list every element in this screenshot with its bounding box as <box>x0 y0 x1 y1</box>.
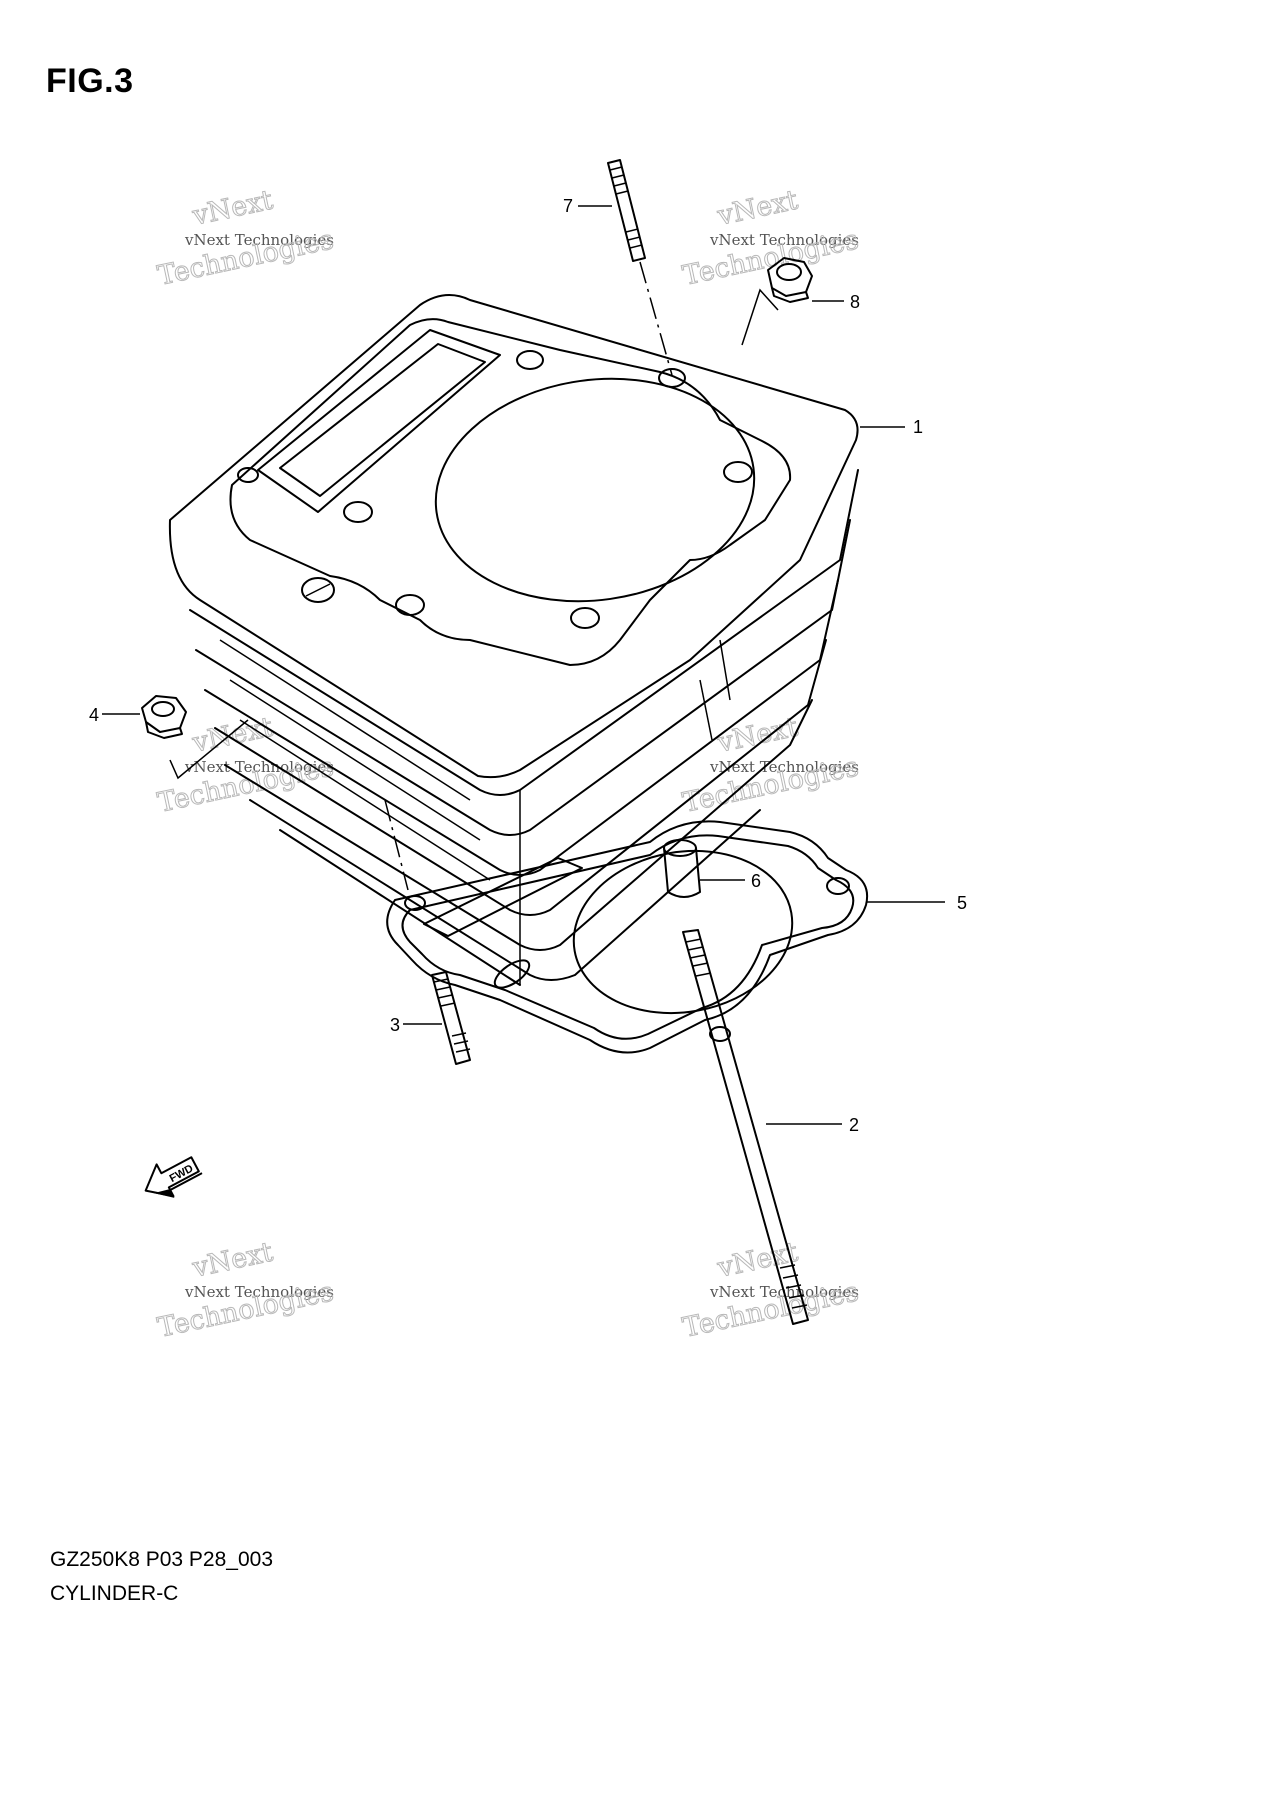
watermark-line1: vNext <box>714 185 801 232</box>
assembly-line <box>384 799 409 891</box>
watermark-bottom-left: vNext vNext Technologies Technologies <box>155 1236 337 1344</box>
dowel-pin-part-6 <box>663 839 745 898</box>
diagram-code: GZ250K8 P03 P28_003 <box>50 1548 274 1571</box>
watermark-line2: vNext Technologies <box>709 758 859 776</box>
forward-direction-arrow: FWD <box>144 1156 203 1198</box>
callout-label-2: 2 <box>849 1115 859 1135</box>
callout-label-7: 7 <box>563 196 573 216</box>
watermark-line1: vNext <box>714 712 801 759</box>
watermark-top-left: vNext vNext Technologies Technologies <box>155 184 337 292</box>
watermark-top-right: vNext vNext Technologies Technologies <box>680 184 862 292</box>
watermark-line2: vNext Technologies <box>184 1283 334 1301</box>
watermark-line2: vNext Technologies <box>184 231 334 249</box>
base-gasket-part-5 <box>386 820 945 1054</box>
callout-label-5: 5 <box>957 893 967 913</box>
callout-label-6: 6 <box>751 871 761 891</box>
watermark-line1: vNext <box>189 1237 276 1284</box>
watermark-bottom-right: vNext vNext Technologies Technologies <box>680 1236 862 1344</box>
figure-title: FIG.3 <box>46 62 134 100</box>
stud-bolt-part-3 <box>403 971 471 1065</box>
nut-part-8 <box>741 257 813 346</box>
cylinder-block-part-1 <box>168 294 905 986</box>
watermark-line1: vNext <box>189 185 276 232</box>
stud-bolt-part-7 <box>607 159 673 376</box>
watermark-line2: vNext Technologies <box>709 231 859 249</box>
stud-bolt-part-2 <box>682 929 842 1325</box>
callout-label-4: 4 <box>89 705 99 725</box>
callout-label-8: 8 <box>850 292 860 312</box>
nut-part-4 <box>141 695 249 780</box>
watermark-mid-right: vNext vNext Technologies Technologies <box>680 711 862 819</box>
watermark-mid-left: vNext vNext Technologies Technologies <box>155 711 337 819</box>
watermark-line2: vNext Technologies <box>184 758 334 776</box>
callout-label-1: 1 <box>913 417 923 437</box>
diagram-name: CYLINDER-C <box>50 1582 179 1605</box>
callout-label-3: 3 <box>390 1015 400 1035</box>
